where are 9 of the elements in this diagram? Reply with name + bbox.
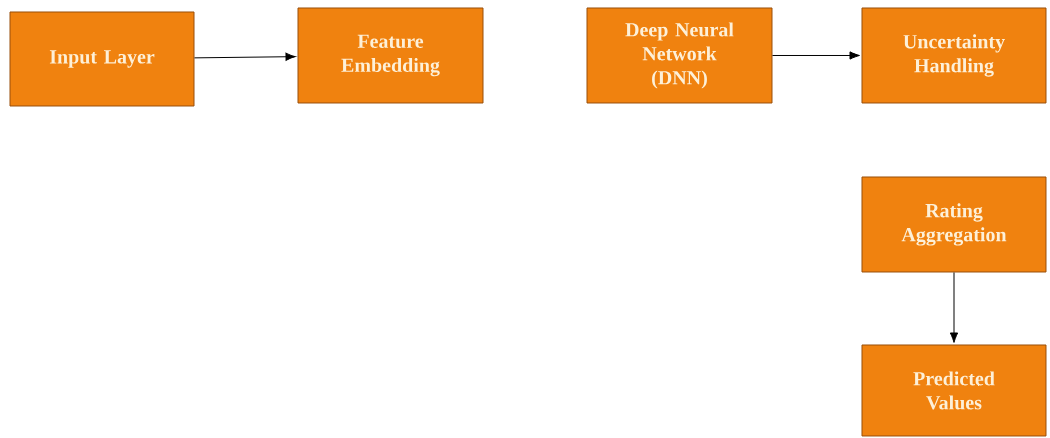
process-box: Predicted Values xyxy=(861,344,1047,437)
process-box: Rating Aggregation xyxy=(861,176,1047,273)
process-box: Feature Embedding xyxy=(297,7,484,104)
process-box: Uncertainty Handling xyxy=(861,7,1047,104)
process-box: Deep Neural Network (DNN) xyxy=(586,7,773,104)
arrow xyxy=(772,51,860,60)
arrow xyxy=(194,52,296,61)
process-box: Input Layer xyxy=(9,11,195,107)
arrow xyxy=(949,272,959,343)
